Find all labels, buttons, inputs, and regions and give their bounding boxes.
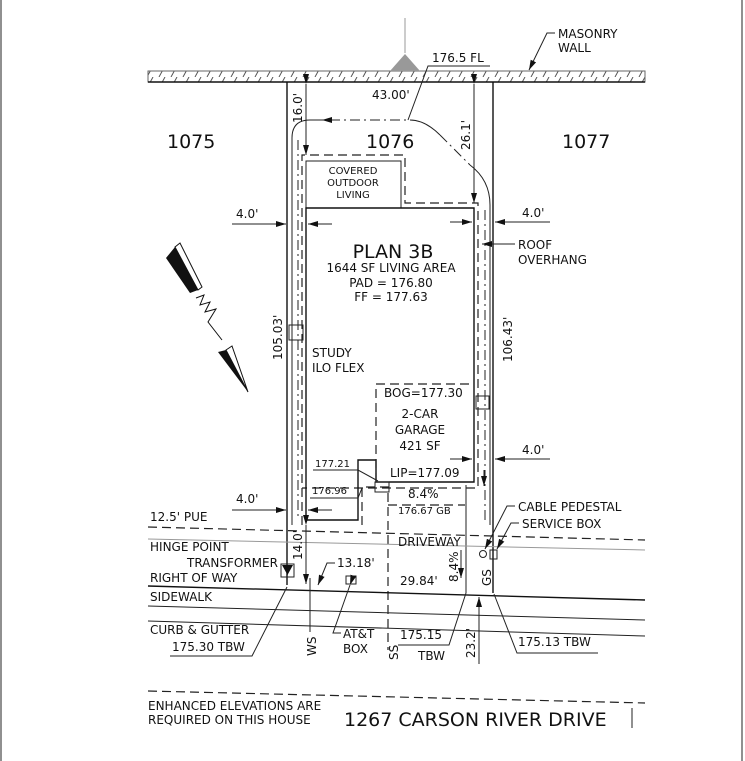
driveway-slope: 8.4% <box>447 552 461 583</box>
north-arrow-icon <box>166 242 249 393</box>
driveway-offset-dim: 23.2' <box>464 628 478 658</box>
roof-overhang-outline <box>301 154 479 525</box>
study-label: ILO FLEX <box>312 361 364 375</box>
enhanced-elevations-note: ENHANCED ELEVATIONS ARE <box>148 699 321 713</box>
garage-label: GARAGE <box>395 423 445 437</box>
garage-area: 421 SF <box>399 439 440 453</box>
pue-line <box>147 526 646 541</box>
att-box-icon <box>345 575 357 585</box>
side-setback-dim: 4.0' <box>236 492 258 506</box>
water-service-label: WS <box>305 637 319 656</box>
side-setback-dim: 4.0' <box>522 206 544 220</box>
wall-elevation: 176.5 FL <box>432 51 484 65</box>
gas-service-label: GS <box>480 569 494 586</box>
side-setback-dim: 4.0' <box>236 207 258 221</box>
transformer-icon <box>280 563 295 578</box>
driveway-width-dim: 29.84' <box>400 574 438 588</box>
setback-line <box>291 119 325 525</box>
service-box-label: SERVICE BOX <box>522 517 601 531</box>
pad-elevation: PAD = 176.80 <box>349 276 433 290</box>
left-side-dim: 105.03' <box>271 315 285 360</box>
front-setback-dim: 14.0' <box>291 530 305 560</box>
elevation-177-21: 177.21 <box>315 459 350 470</box>
elevation-176-96: 176.96 <box>312 486 347 497</box>
tbw-right: 175.13 TBW <box>518 635 591 649</box>
cable-pedestal-icon <box>479 550 487 558</box>
att-box-label: AT&T <box>343 627 375 641</box>
garage-bog: BOG=177.30 <box>384 386 463 400</box>
enhanced-elevations-note: REQUIRED ON THIS HOUSE <box>148 713 311 727</box>
setback-line <box>469 164 491 525</box>
wall-elevation-leader <box>407 65 490 121</box>
utility-box-right <box>475 395 490 410</box>
street-centerline <box>147 690 646 704</box>
cable-pedestal-label: CABLE PEDESTAL <box>518 500 622 514</box>
curb-line <box>147 620 646 637</box>
tbw-mid: TBW <box>417 649 445 663</box>
curb-gutter-label: CURB & GUTTER <box>150 623 249 637</box>
masonry-wall-leader <box>528 32 555 71</box>
garage-lip: LIP=177.09 <box>390 466 460 480</box>
side-setback-dim: 4.0' <box>522 443 544 457</box>
roof-overhang-label: OVERHANG <box>518 253 587 267</box>
plan-name: PLAN 3B <box>353 241 434 263</box>
hinge-point-line <box>147 538 646 551</box>
right-of-way-line <box>147 585 646 601</box>
covered-outdoor-label: COVERED <box>329 166 378 177</box>
garage-slope: 8.4% <box>408 487 439 501</box>
lot-number-1076: 1076 <box>366 131 414 153</box>
sidewalk-label: SIDEWALK <box>150 590 213 604</box>
att-box-label: BOX <box>343 642 368 656</box>
covered-outdoor-label: LIVING <box>336 190 370 201</box>
living-area: 1644 SF LIVING AREA <box>326 261 456 275</box>
utility-box-left <box>288 324 304 341</box>
roof-overhang-label: ROOF <box>518 238 552 252</box>
right-side-dim: 106.43' <box>501 317 515 362</box>
service-box-icon <box>489 549 498 560</box>
sewer-service-label: SS <box>387 645 401 660</box>
garage-gb: 176.67 GB <box>398 506 451 517</box>
tbw-mid: 175.15 <box>400 628 442 642</box>
masonry-wall-label: MASONRY <box>558 27 618 41</box>
study-label: STUDY <box>312 346 352 360</box>
rear-right-setback: 26.1' <box>459 120 473 150</box>
garage-outline <box>375 383 474 482</box>
lot-number-1075: 1075 <box>167 131 215 153</box>
frontage-dim: 13.18' <box>337 556 375 570</box>
hinge-point-label: HINGE POINT <box>150 540 229 554</box>
curb-tbw: 175.30 TBW <box>172 640 245 654</box>
street-address: 1267 CARSON RIVER DRIVE <box>344 709 607 731</box>
right-of-way-label: RIGHT OF WAY <box>150 571 238 585</box>
finished-floor: FF = 177.63 <box>354 290 427 304</box>
transformer-label: TRANSFORMER <box>186 556 278 570</box>
rear-left-setback: 16.0' <box>291 93 305 123</box>
sidewalk-line <box>147 605 646 621</box>
covered-outdoor-label: OUTDOOR <box>327 178 379 189</box>
pue-label: 12.5' PUE <box>150 510 207 524</box>
masonry-wall <box>147 18 646 83</box>
masonry-wall-label: WALL <box>558 41 591 55</box>
driveway-label: DRIVEWAY <box>398 535 461 549</box>
lot-number-1077: 1077 <box>562 131 610 153</box>
garage-label: 2-CAR <box>402 407 439 421</box>
rear-width-dim: 43.00' <box>372 88 410 102</box>
